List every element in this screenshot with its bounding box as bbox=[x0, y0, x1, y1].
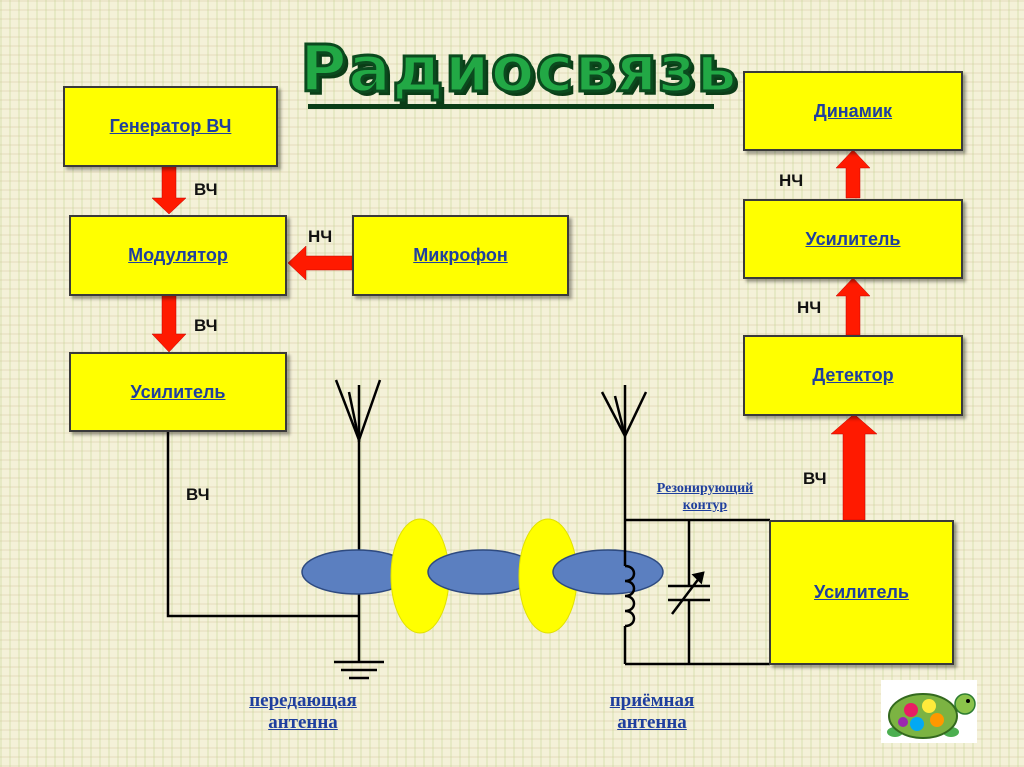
tx-wires bbox=[166, 431, 361, 662]
rx-antenna-caption-line2: антенна bbox=[617, 712, 687, 733]
arrow-mod-to-amp bbox=[151, 294, 187, 353]
rx-amplifier-label: Усилитель bbox=[814, 582, 909, 602]
speaker-block: Динамик bbox=[743, 71, 963, 151]
radio-waves bbox=[301, 518, 664, 634]
ground-icon bbox=[334, 660, 384, 680]
tx-antenna-caption-line2: антенна bbox=[268, 712, 338, 733]
detector-label: Детектор bbox=[812, 365, 894, 385]
resonant-circuit-caption: Резонирующий контур bbox=[626, 480, 784, 514]
tx-amplifier-block: Усилитель bbox=[69, 352, 287, 432]
generator-label: Генератор ВЧ bbox=[109, 116, 232, 136]
resonant-circuit bbox=[623, 438, 770, 666]
tx-antenna-caption: передающая антенна bbox=[218, 690, 388, 734]
arrow-mic-to-mod bbox=[287, 245, 353, 281]
resonant-circuit-caption-line1: Резонирующий bbox=[656, 481, 754, 496]
microphone-label: Микрофон bbox=[413, 245, 508, 265]
rx-lf-amplifier-label: Усилитель bbox=[805, 228, 901, 249]
rx-lf-amplifier-block: Усилитель bbox=[743, 199, 963, 279]
rx-antenna-icon bbox=[600, 385, 648, 438]
title-underline bbox=[308, 104, 714, 109]
tx-amplifier-label: Усилитель bbox=[130, 381, 226, 402]
speaker-label: Динамик bbox=[813, 100, 893, 121]
arrow-gen-to-mod bbox=[151, 165, 187, 215]
signal-label-mic-mod: НЧ bbox=[308, 227, 333, 246]
arrow-amp-to-speaker bbox=[835, 149, 871, 199]
variable-capacitor-icon bbox=[668, 571, 710, 615]
signal-label-amp-speaker: НЧ bbox=[779, 171, 804, 190]
turtle-icon bbox=[881, 680, 977, 743]
resonant-circuit-caption-line2: контур bbox=[682, 498, 728, 513]
generator-block: Генератор ВЧ bbox=[63, 86, 278, 167]
arrow-det-to-amp bbox=[835, 277, 871, 336]
signal-arrows bbox=[151, 149, 878, 521]
slide-title: Радиосвязь bbox=[299, 32, 739, 109]
modulator-block: Модулятор bbox=[69, 215, 287, 296]
modulator-label: Модулятор bbox=[128, 245, 228, 265]
rx-antenna-caption-line1: приёмная bbox=[609, 690, 695, 711]
microphone-block: Микрофон bbox=[352, 215, 569, 296]
signal-label-rx-det: ВЧ bbox=[803, 469, 827, 488]
signal-label-mod-amp: ВЧ bbox=[194, 316, 218, 335]
tx-antenna-icon bbox=[334, 379, 382, 442]
rx-antenna-caption: приёмная антенна bbox=[570, 690, 734, 734]
rx-amplifier-block: Усилитель bbox=[769, 520, 954, 665]
tx-antenna-caption-line1: передающая bbox=[249, 690, 357, 711]
detector-block: Детектор bbox=[743, 335, 963, 416]
inductor-icon bbox=[624, 564, 636, 628]
arrow-rx-to-det bbox=[830, 413, 878, 521]
signal-label-det-amp: НЧ bbox=[797, 298, 822, 317]
signal-label-gen-mod: ВЧ bbox=[194, 180, 218, 199]
wave-ellipse-blue bbox=[552, 549, 664, 595]
signal-label-amp-antenna: ВЧ bbox=[186, 485, 210, 504]
